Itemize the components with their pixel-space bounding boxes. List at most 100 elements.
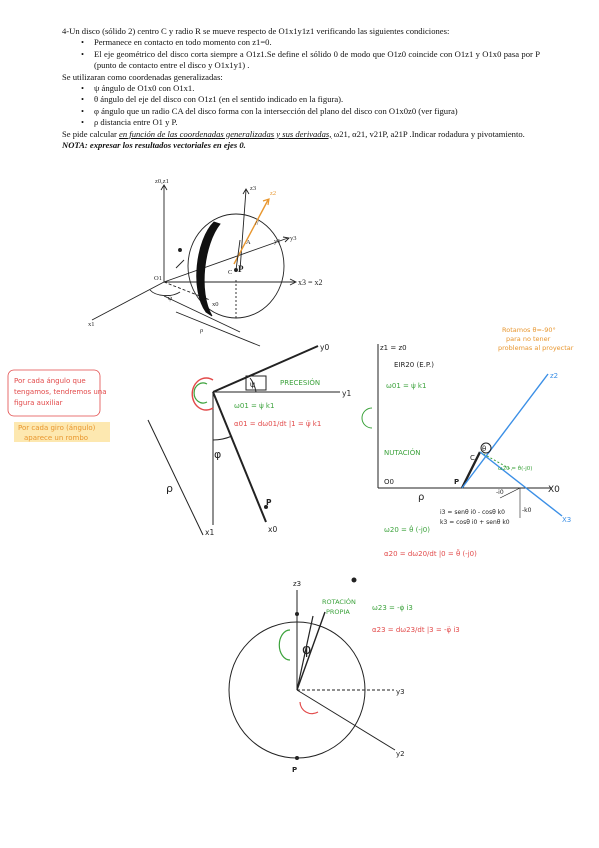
fig1-z2-label: z2 [270, 190, 276, 197]
fig4-rotacion2: PROPIA [326, 608, 350, 616]
fig2-phi-label: φ [214, 448, 221, 461]
z3-axis [239, 189, 247, 271]
fig3-nutacion: NUTACIÓN [384, 448, 420, 457]
fig1-psi-label: ψ [168, 295, 172, 302]
radius-ca [235, 239, 241, 271]
y0-axis [212, 345, 319, 393]
fig2-omega01: ω01 = ψ̇ k1 [234, 402, 274, 410]
fig2-alpha01: α01 = dω01/dt |1 = ψ̈ k1 [234, 420, 321, 428]
psi-arc [149, 289, 181, 297]
fig3-eq1: i3 = senθ i0 - cosθ k0 [440, 509, 505, 516]
psi-box [245, 375, 267, 391]
ask-paragraph: Se pide calcular en función de las coord… [62, 129, 540, 140]
point-mark [178, 248, 182, 252]
y2-axis [296, 689, 396, 751]
i-dim [499, 487, 521, 499]
fig1-rho-label: ρ [200, 327, 203, 334]
fig3-omega-small: ω20 = θ̇(-j0) [498, 465, 532, 472]
fig3-z-label: z1 = z0 [380, 344, 407, 352]
coord-item: ρ distancia entre O1 y P. [81, 117, 540, 129]
bottom-point [295, 756, 299, 760]
problem-statement: 4-Un disco (sólido 2) centro C y radio R… [62, 26, 540, 151]
note-box [7, 369, 101, 417]
fig3-z2-label: z2 [550, 372, 558, 380]
ask-prefix: Se pide calcular [62, 128, 117, 139]
z2-axis [233, 199, 269, 265]
green-rotation [193, 382, 208, 404]
coord-item: θ ángulo del eje del disco con O1z1 (en … [81, 94, 540, 106]
outer-point [351, 577, 357, 583]
fig2-note-4: Por cada giro (ángulo) [18, 424, 96, 432]
highlight [14, 422, 110, 442]
fig3-omega-label: ω01 = ψ̇ k1 [386, 382, 426, 390]
fig1-z3-label: z3 [250, 185, 256, 192]
fig3-theta-label: θ [482, 445, 486, 453]
fig1-x0-label: x0 [212, 301, 219, 308]
fig2-rho-label: ρ [166, 482, 173, 495]
radius-line [296, 611, 326, 691]
ask-vectors: ω21, α21, v21P, a21P [333, 128, 408, 139]
z-arrow [160, 184, 168, 191]
fig2-y0-label: y0 [320, 343, 329, 352]
z2-arrow [262, 198, 270, 206]
condition-item: Permanece en contacto en todo momento co… [81, 37, 540, 49]
fig3-eir: EIR20 (E.P.) [394, 361, 434, 369]
x-arrow [289, 278, 298, 286]
fig2-x1-label: x1 [205, 528, 214, 537]
fig3-note-1: Rotamos θ=-90° [502, 326, 556, 334]
x1-axis [91, 281, 165, 321]
fig1-c-label: C [228, 269, 232, 276]
z3-arrow [242, 188, 250, 195]
condition-item: El eje geométrico del disco corta siempr… [81, 49, 540, 72]
ask-suffix: .Indicar rodadura y pivotamiento. [409, 128, 525, 139]
fig4-p-label: P [292, 766, 297, 774]
fig3-note-2: para no tener [506, 335, 551, 343]
rho-line [147, 419, 204, 536]
fig1-parallel-label: // [255, 220, 259, 227]
fig1-z-label: z0,z1 [155, 178, 169, 185]
fig4-rotacion1: ROTACIÓN [322, 597, 356, 606]
coord-item: ψ ángulo de O1x0 con O1x1. [81, 83, 540, 95]
ask-underlined: en función de las coordenadas generaliza… [119, 128, 332, 139]
fig2-precesion: PRECESIÓN [280, 378, 320, 387]
fig3-omega20: ω20 = θ̇ (-j0) [384, 525, 430, 534]
fig3-alpha20: α20 = dω20/dt |0 = θ̈ (-j0) [384, 549, 477, 558]
fig4-y2-label: y2 [396, 750, 405, 758]
fig3-p-label: P [454, 478, 459, 486]
fig4-omega23: ω23 = -φ̇ i3 [372, 604, 413, 612]
coords-list: ψ ángulo de O1x0 con O1x1. θ ángulo del … [62, 83, 540, 129]
fig2-note-3: figura auxiliar [14, 399, 63, 407]
fig1-p-label: P [238, 264, 244, 274]
red-arc [299, 701, 319, 715]
fig3-x3-label: X3 [562, 516, 571, 524]
fig2-psi-label: ψ [250, 380, 255, 389]
center-point [234, 268, 238, 272]
fig3-o-label: O0 [384, 478, 394, 486]
rho-line [163, 295, 241, 333]
theta-circle [480, 442, 492, 454]
fig1-y3-label: y3 [290, 235, 297, 242]
y-arrow [282, 236, 290, 243]
fig3-rho-label: ρ [418, 492, 424, 503]
problem-intro: 4-Un disco (sólido 2) centro C y radio R… [62, 26, 450, 36]
conditions-list: Permanece en contacto en todo momento co… [62, 37, 540, 71]
fig3-note-3: problemas al proyectar [498, 344, 574, 352]
rho-dim [175, 311, 261, 347]
fig2-note-2: tengamos, tendremos una [14, 388, 107, 396]
fig4-y3-label: y3 [396, 688, 405, 696]
red-rotation [191, 377, 214, 411]
radius-line-2 [296, 615, 314, 691]
fig2-p-label: P [266, 498, 272, 507]
fig1-a-label: A [246, 239, 251, 246]
fig2-y1-label: y1 [342, 389, 351, 398]
psi-arc [249, 377, 257, 393]
coord-item: φ ángulo que un radio CA del disco forma… [81, 106, 540, 118]
x0-axis [212, 391, 267, 523]
disc-rim [196, 221, 221, 317]
fig1-o-label: O1 [154, 275, 162, 282]
fig2-x0-label: x0 [268, 525, 277, 534]
green-arc [278, 629, 291, 661]
